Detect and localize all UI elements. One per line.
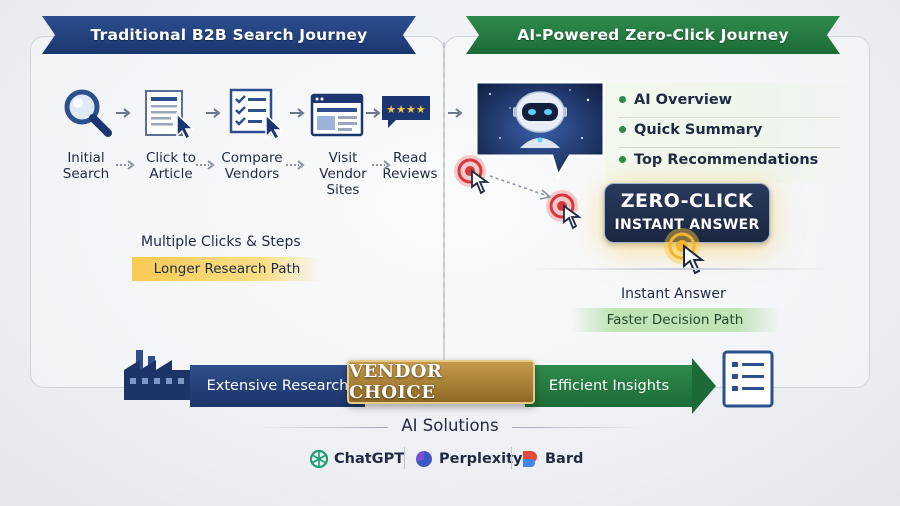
dotted-arrow-icon [372,160,391,170]
zero-click-answer-box: ZERO-CLICK INSTANT ANSWER [604,183,770,243]
dotted-connector [489,175,552,200]
right-panel-header: AI-Powered Zero-Click Journey [466,16,840,54]
glow-line [530,268,830,270]
brand-perplexity: Perplexity [414,449,523,469]
solutions-rule-left [258,427,388,428]
vendor-choice-badge: VENDOR CHOICE [347,360,535,404]
step-label-read-reviews: Read Reviews [382,150,438,182]
star-review-icon: ★★★★ [382,96,430,128]
bard-logo-icon [523,451,537,467]
target-click-icon [546,190,582,230]
step-label-visit-vendor-sites: Visit Vendor Sites [319,150,367,198]
step-label-click-article: Click to Article [145,150,196,182]
ai-solutions-title: AI Solutions [401,416,499,435]
ai-list-item: Top Recommendations [619,152,818,168]
article-click-icon [145,90,195,140]
step-arrow-icon [116,108,131,118]
browser-window-icon [310,93,364,137]
panel-divider [443,42,445,338]
tap-target-icon [664,228,705,275]
right-highlight: Faster Decision Path [570,308,780,332]
document-list-icon [722,350,774,408]
brand-chatgpt: ChatGPT [309,449,404,469]
zero-click-subtitle: INSTANT ANSWER [614,217,760,233]
magnifier-icon [64,89,112,137]
dotted-arrow-icon [196,160,215,170]
ai-summary-list: AI Overview Quick Summary Top Recommenda… [605,83,850,183]
step-arrow-icon [206,108,221,118]
dotted-arrow-icon [286,160,305,170]
extensive-research-bar: Extensive Research [190,365,365,407]
brand-bard: Bard [520,449,583,469]
brand-separator [404,447,405,469]
checklist-icon [229,88,284,139]
arrow-head-icon [692,358,716,414]
perplexity-logo-icon [415,450,432,467]
list-divider [619,147,840,148]
ai-list-item: Quick Summary [619,122,762,138]
factory-icon [124,350,194,400]
ai-list-item: AI Overview [619,92,732,108]
step-arrow-icon [448,108,463,118]
chatgpt-logo-icon [309,449,329,469]
svg-text:★★★★: ★★★★ [386,103,426,116]
left-panel-header: Traditional B2B Search Journey [42,16,416,54]
left-highlight: Longer Research Path [132,257,322,281]
zero-click-title: ZERO-CLICK [620,190,754,212]
step-arrow-icon [366,108,381,118]
step-label-initial-search: Initial Search [62,150,110,182]
bullet-icon [619,125,626,133]
step-label-compare-vendors: Compare Vendors [221,150,283,182]
brand-separator [511,447,512,469]
step-arrow-icon [290,108,305,118]
target-click-icon [454,155,490,195]
left-caption: Multiple Clicks & Steps [141,234,301,250]
bullet-icon [619,155,626,163]
right-caption: Instant Answer [621,286,726,302]
bullet-icon [619,95,626,103]
list-divider [619,117,840,118]
ai-robot-icon [474,80,606,180]
efficient-insights-bar: Efficient Insights [525,365,693,407]
dotted-arrow-icon [116,160,135,170]
